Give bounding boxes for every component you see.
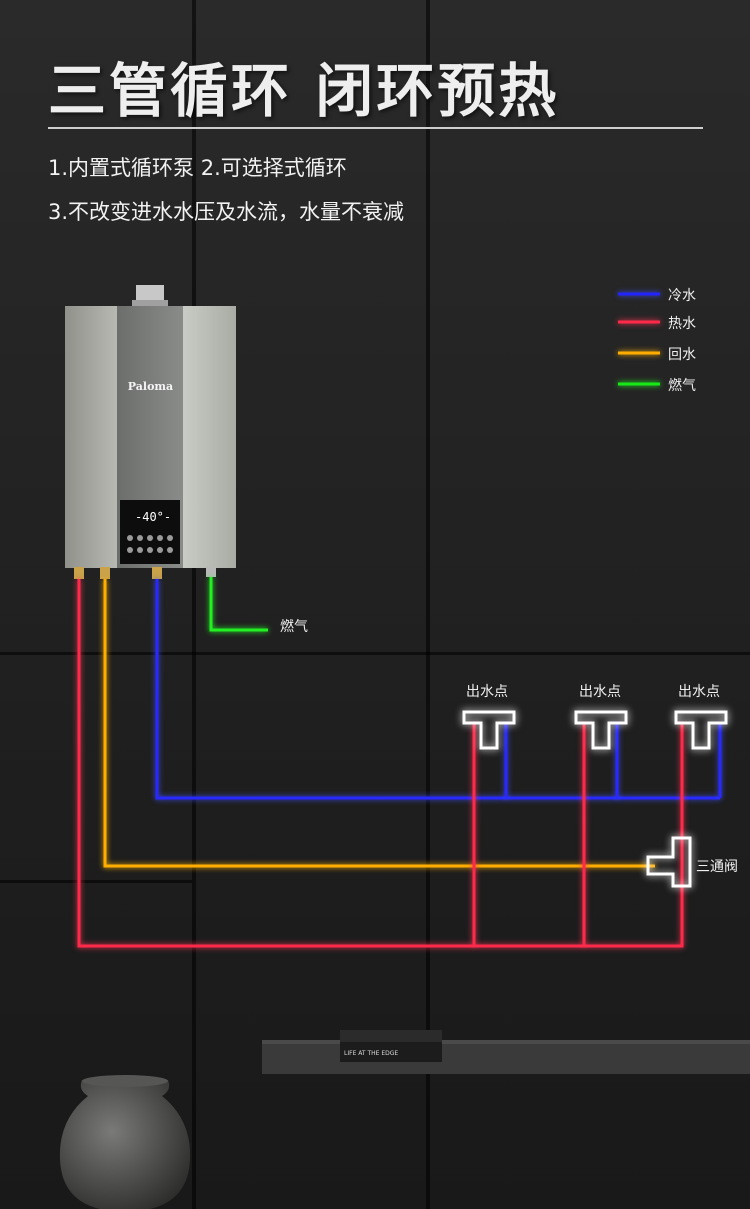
outlet-label-1: 出水点 bbox=[466, 684, 508, 700]
wall-seam bbox=[0, 880, 192, 883]
wall-seam bbox=[0, 652, 750, 655]
heater-right-panel bbox=[183, 306, 236, 568]
wall-shelf bbox=[262, 1040, 750, 1074]
water-heater bbox=[65, 285, 236, 579]
hot-water-main bbox=[77, 579, 684, 948]
legend-label-return: 回水 bbox=[668, 347, 696, 363]
wall-shelf-top bbox=[262, 1040, 750, 1044]
heater-control-panel bbox=[120, 500, 180, 564]
decorative-vase bbox=[59, 1080, 191, 1209]
feature-line-1: 1.内置式循环泵 2.可选择式循环 bbox=[48, 156, 347, 180]
connector-hot bbox=[74, 567, 84, 579]
heater-brand-logo: Paloma bbox=[127, 380, 174, 393]
outlet-faucet-1 bbox=[462, 710, 516, 750]
outlet-faucet-3 bbox=[674, 710, 728, 750]
three-way-valve bbox=[646, 836, 692, 888]
wall-seam bbox=[192, 0, 196, 1209]
page-title: 三管循环 闭环预热 bbox=[48, 57, 560, 125]
title-divider bbox=[48, 127, 703, 129]
book-title: LIFE AT THE EDGE bbox=[344, 1050, 399, 1057]
book bbox=[340, 1030, 442, 1042]
outlet-label-3: 出水点 bbox=[678, 684, 720, 700]
connector-cold bbox=[152, 567, 162, 579]
gas-pipe bbox=[209, 577, 268, 632]
wall-seam bbox=[426, 0, 430, 1209]
heater-buttons bbox=[127, 535, 173, 553]
legend-label-cold: 冷水 bbox=[668, 288, 696, 304]
heater-temp-display: -40°- bbox=[135, 510, 172, 524]
outlet-label-2: 出水点 bbox=[579, 684, 621, 700]
feature-line-2: 3.不改变进水水压及水流，水量不衰减 bbox=[48, 200, 405, 224]
legend-label-hot: 热水 bbox=[668, 316, 696, 332]
legend-label-gas: 燃气 bbox=[668, 378, 696, 394]
cold-water-main bbox=[155, 579, 720, 800]
connector-gas bbox=[206, 567, 216, 577]
valve-label: 三通阀 bbox=[696, 859, 738, 875]
heater-flue-collar bbox=[132, 300, 168, 308]
connector-return bbox=[100, 567, 110, 579]
return-water-pipe bbox=[103, 579, 655, 868]
outlet-faucet-2 bbox=[574, 710, 628, 750]
gas-label: 燃气 bbox=[280, 619, 308, 635]
book-cover bbox=[340, 1042, 442, 1062]
heater-left-panel bbox=[65, 306, 117, 568]
vase-rim bbox=[82, 1075, 168, 1087]
